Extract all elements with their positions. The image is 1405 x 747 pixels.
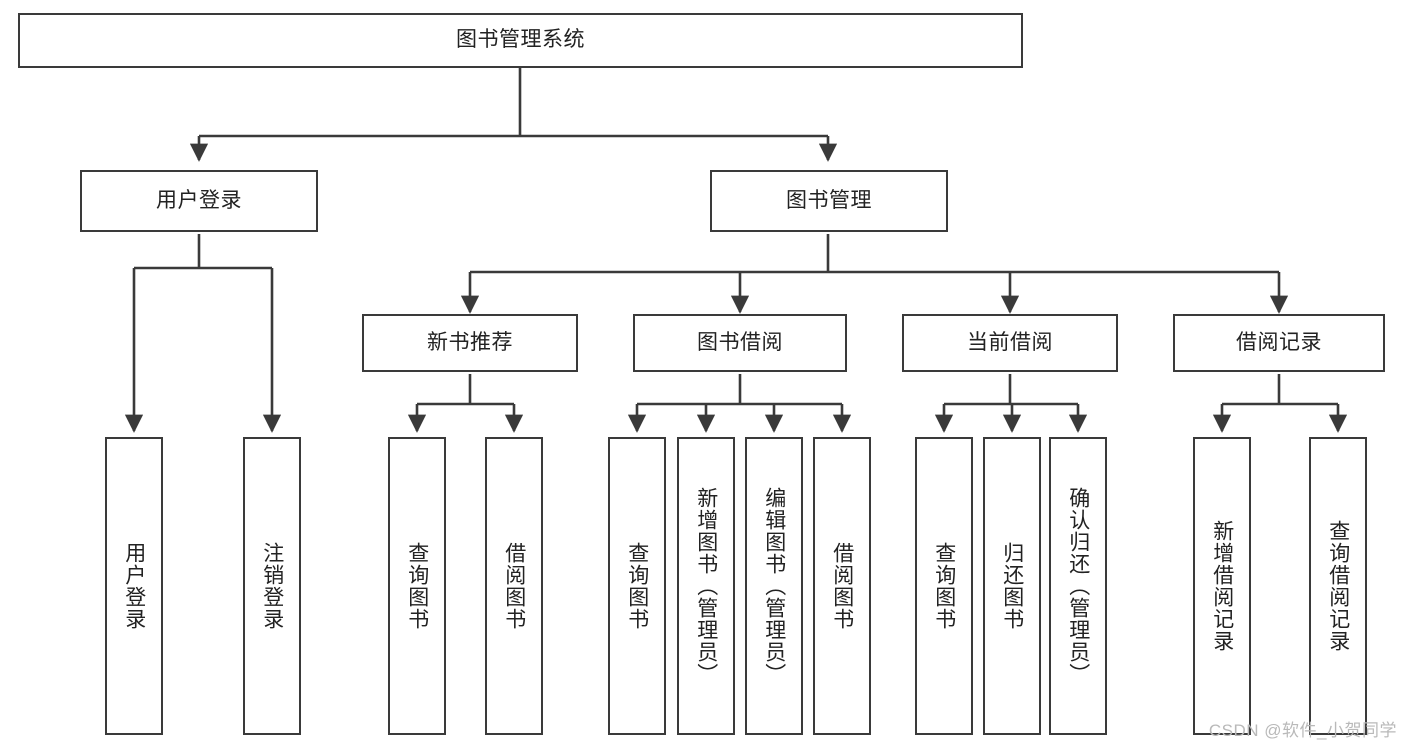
node-user-login-label: 用户登录: [156, 188, 242, 212]
node-borrow-record[interactable]: 借阅记录: [1173, 314, 1385, 372]
node-book-borrow-label: 图书借阅: [697, 330, 783, 354]
node-leaf-query-record[interactable]: 查询借阅记录: [1309, 437, 1367, 735]
node-leaf-borrow-book-1-label: 借阅图书: [502, 542, 526, 630]
node-leaf-add-book-label: 新增图书（管理员）: [694, 487, 718, 685]
node-leaf-query-book-2[interactable]: 查询图书: [608, 437, 666, 735]
node-leaf-query-book-1[interactable]: 查询图书: [388, 437, 446, 735]
node-leaf-borrow-book-2-label: 借阅图书: [830, 542, 854, 630]
node-leaf-edit-book-label: 编辑图书（管理员）: [762, 487, 786, 685]
node-new-book-recommend-label: 新书推荐: [427, 330, 513, 354]
node-leaf-query-book-2-label: 查询图书: [625, 542, 649, 630]
node-leaf-return-book[interactable]: 归还图书: [983, 437, 1041, 735]
node-leaf-query-book-1-label: 查询图书: [405, 542, 429, 630]
node-borrow-record-label: 借阅记录: [1236, 330, 1322, 354]
node-leaf-user-login[interactable]: 用户登录: [105, 437, 163, 735]
node-book-manage-label: 图书管理: [786, 188, 872, 212]
node-leaf-borrow-book-1[interactable]: 借阅图书: [485, 437, 543, 735]
node-leaf-logout[interactable]: 注销登录: [243, 437, 301, 735]
node-leaf-edit-book[interactable]: 编辑图书（管理员）: [745, 437, 803, 735]
node-leaf-user-login-label: 用户登录: [122, 542, 146, 630]
node-root-label: 图书管理系统: [456, 28, 585, 52]
node-leaf-add-book[interactable]: 新增图书（管理员）: [677, 437, 735, 735]
node-leaf-logout-label: 注销登录: [260, 542, 284, 630]
node-leaf-query-record-label: 查询借阅记录: [1326, 520, 1350, 652]
node-book-manage[interactable]: 图书管理: [710, 170, 948, 232]
node-leaf-confirm-return[interactable]: 确认归还（管理员）: [1049, 437, 1107, 735]
node-leaf-query-book-3[interactable]: 查询图书: [915, 437, 973, 735]
node-leaf-add-record-label: 新增借阅记录: [1210, 520, 1234, 652]
node-new-book-recommend[interactable]: 新书推荐: [362, 314, 578, 372]
node-leaf-return-book-label: 归还图书: [1000, 542, 1024, 630]
node-leaf-add-record[interactable]: 新增借阅记录: [1193, 437, 1251, 735]
node-book-borrow[interactable]: 图书借阅: [633, 314, 847, 372]
node-user-login[interactable]: 用户登录: [80, 170, 318, 232]
node-root[interactable]: 图书管理系统: [18, 13, 1023, 68]
node-current-borrow[interactable]: 当前借阅: [902, 314, 1118, 372]
watermark: CSDN @软件_小贺同学: [1208, 721, 1397, 740]
node-leaf-confirm-return-label: 确认归还（管理员）: [1066, 487, 1090, 685]
node-leaf-query-book-3-label: 查询图书: [932, 542, 956, 630]
node-leaf-borrow-book-2[interactable]: 借阅图书: [813, 437, 871, 735]
node-current-borrow-label: 当前借阅: [967, 330, 1053, 354]
